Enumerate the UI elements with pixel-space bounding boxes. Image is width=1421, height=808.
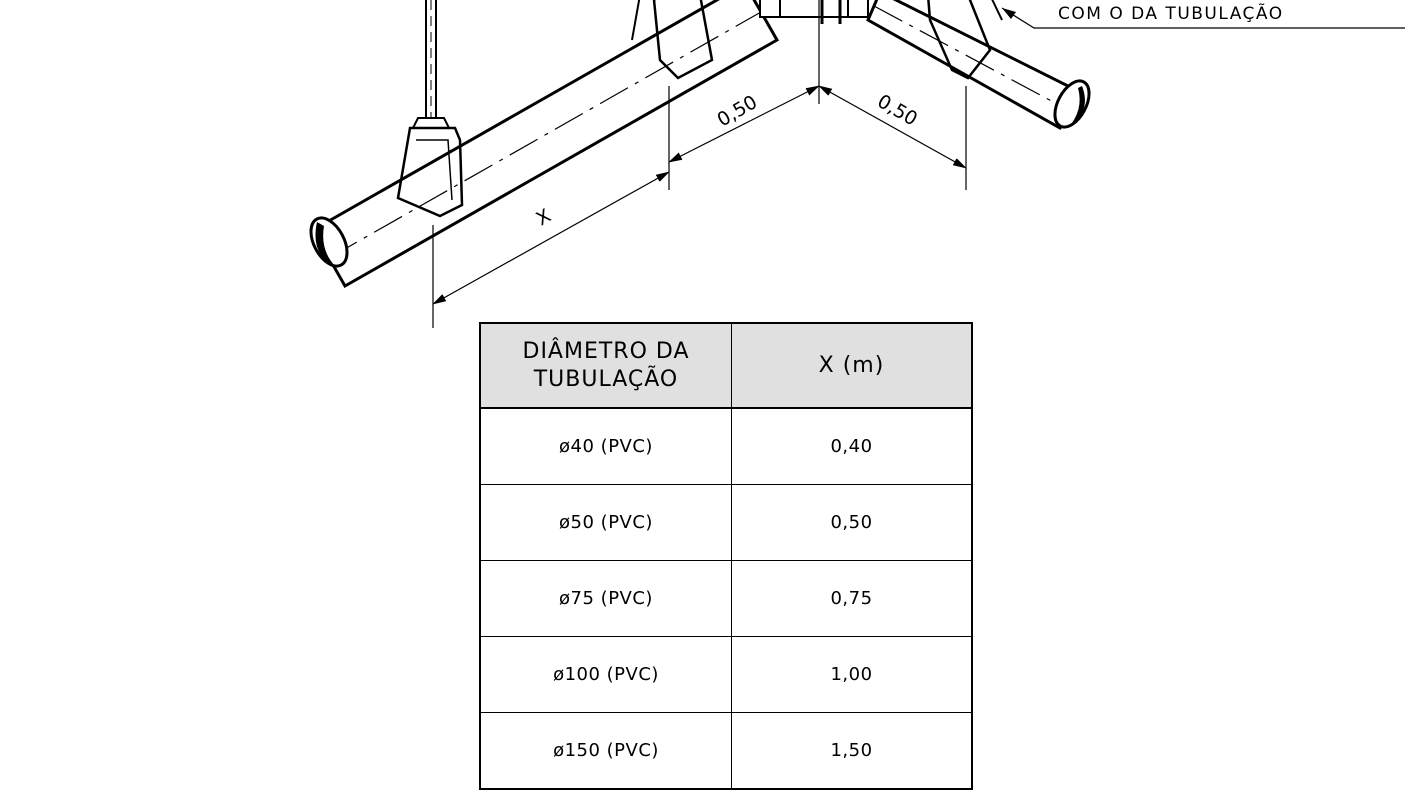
cell-x: 0,40 xyxy=(731,407,973,485)
middle-clamp xyxy=(631,0,714,80)
header-x: X (m) xyxy=(731,322,973,409)
header-diameter: DIÂMETRO DA TUBULAÇÃO xyxy=(479,322,732,409)
table-header-row: DIÂMETRO DA TUBULAÇÃO X (m) xyxy=(479,322,973,409)
dim-left-050-label: 0,50 xyxy=(714,91,762,131)
cell-diameter: ø150 (PVC) xyxy=(479,712,732,790)
table-row: ø150 (PVC) 1,50 xyxy=(479,712,973,790)
dim-x-line xyxy=(432,171,670,305)
table-row: ø50 (PVC) 0,50 xyxy=(479,484,973,561)
cell-x: 0,50 xyxy=(731,484,973,561)
dim-x-label: X xyxy=(533,205,555,231)
dim-right-050-line xyxy=(818,85,967,169)
dim-left-050-line xyxy=(668,85,820,163)
note-leader xyxy=(1001,7,1405,29)
table-row: ø75 (PVC) 0,75 xyxy=(479,560,973,637)
cell-diameter: ø100 (PVC) xyxy=(479,636,732,713)
note-text: COM O DA TUBULAÇÃO xyxy=(1058,2,1284,24)
table-row: ø100 (PVC) 1,00 xyxy=(479,636,973,713)
left-pipe xyxy=(309,0,780,289)
cell-diameter: ø40 (PVC) xyxy=(479,407,732,485)
dim-right-050-label: 0,50 xyxy=(874,90,922,130)
cell-x: 1,50 xyxy=(731,712,973,790)
dimension-lines xyxy=(432,85,967,305)
tee-fitting xyxy=(759,0,869,24)
table-row: ø40 (PVC) 0,40 xyxy=(479,407,973,485)
support-spacing-table: DIÂMETRO DA TUBULAÇÃO X (m) ø40 (PVC) 0,… xyxy=(479,322,973,790)
cell-x: 0,75 xyxy=(731,560,973,637)
cell-diameter: ø50 (PVC) xyxy=(479,484,732,561)
right-clamp xyxy=(927,0,1003,80)
cell-x: 1,00 xyxy=(731,636,973,713)
hanger-rod xyxy=(411,0,451,129)
cell-diameter: ø75 (PVC) xyxy=(479,560,732,637)
